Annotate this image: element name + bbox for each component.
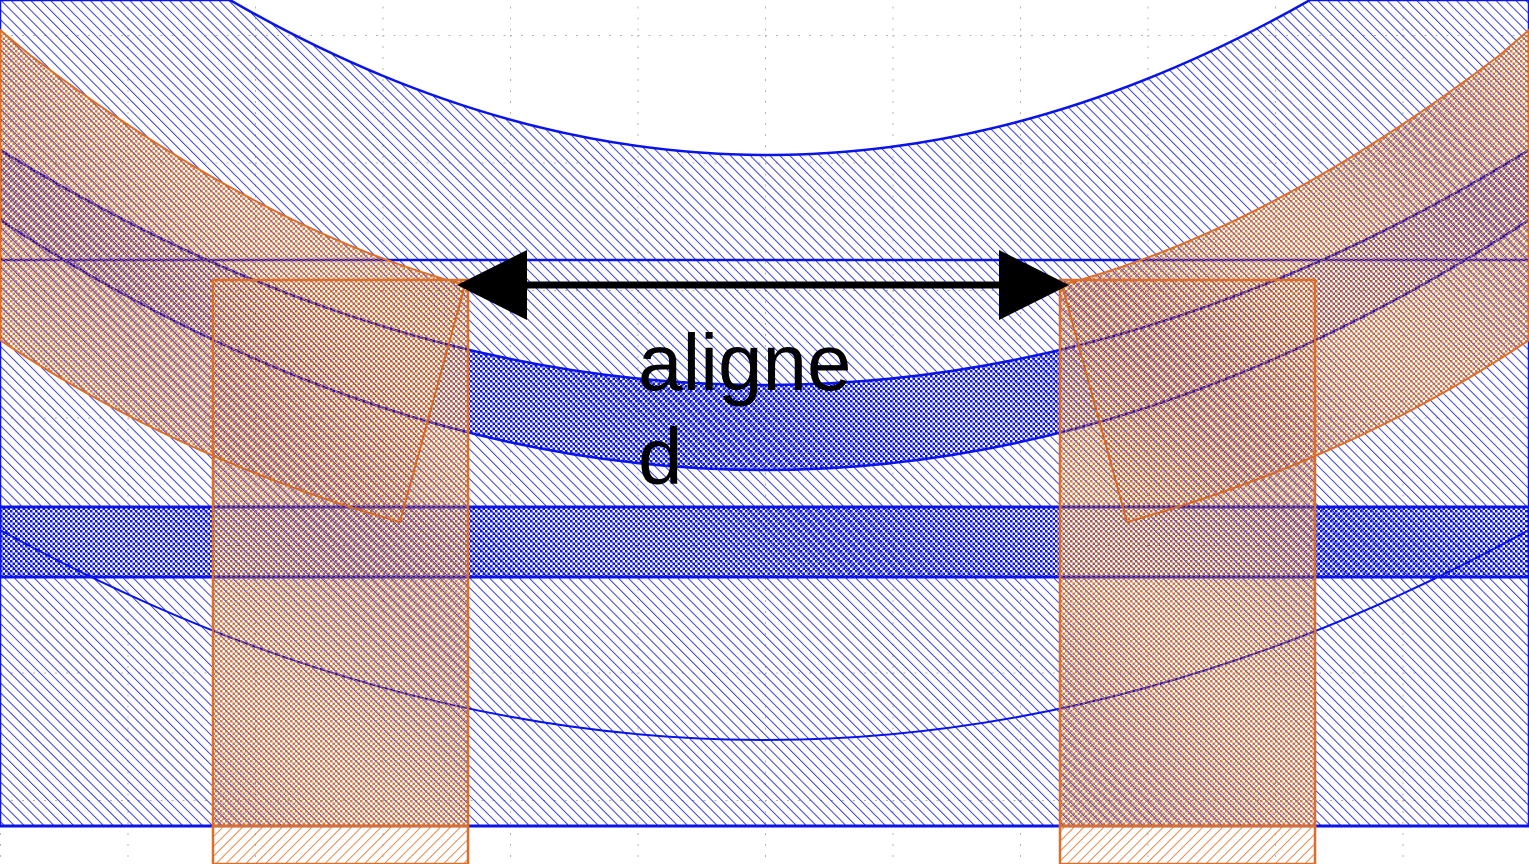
overlay-stub-right <box>1058 824 1317 864</box>
overlay-pad-right <box>1058 278 1317 828</box>
overlay-pad-left <box>211 278 470 828</box>
overlay-stub-left <box>211 824 470 864</box>
